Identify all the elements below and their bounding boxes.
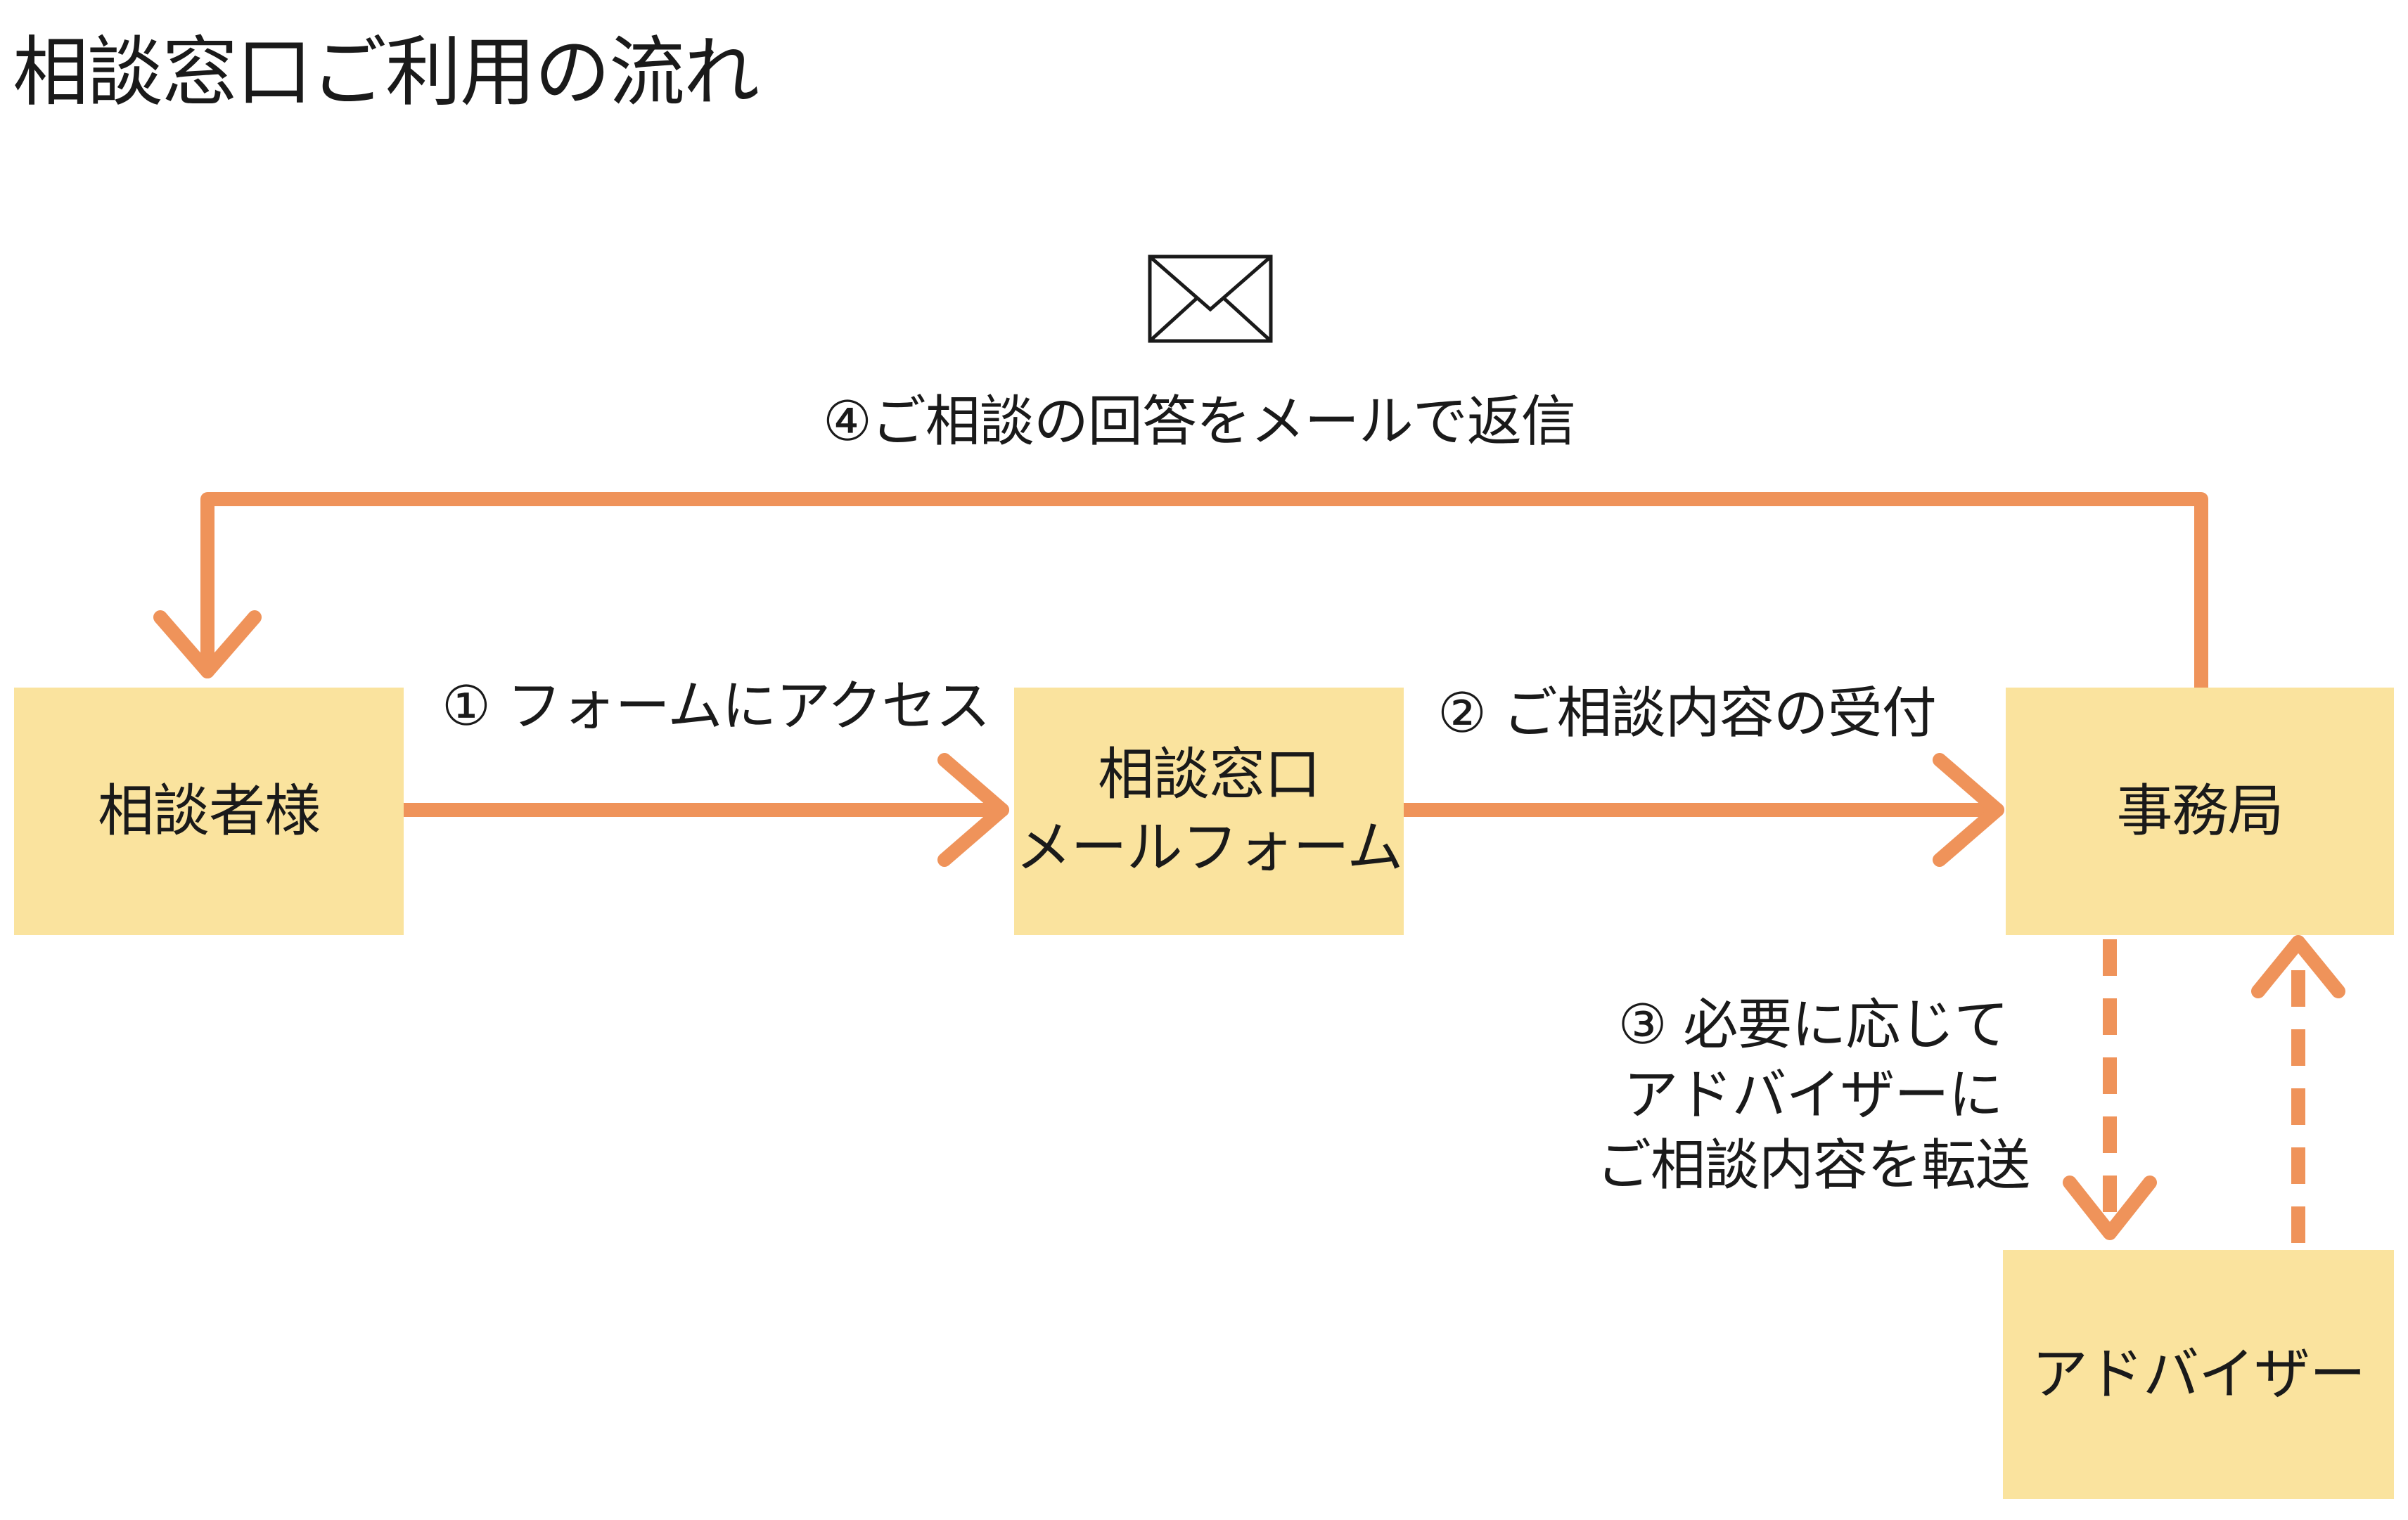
node-advisor: アドバイザー bbox=[2003, 1250, 2394, 1499]
envelope-icon bbox=[1148, 255, 1273, 343]
step3-return-arrowhead bbox=[2251, 935, 2345, 998]
step1-arrowhead bbox=[937, 753, 1009, 867]
step2-label: ② ご相談内容の受付 bbox=[1437, 682, 1937, 745]
step4-return-arrow-line bbox=[200, 492, 2208, 695]
step3-label-line1: ③ 必要に応じて bbox=[1618, 993, 2009, 1057]
step3-label: ③ 必要に応じて アドバイザーに ご相談内容を転送 bbox=[1596, 990, 2030, 1201]
node-advisor-label: アドバイザー bbox=[2032, 1341, 2366, 1407]
node-form: 相談窓口 メールフォーム bbox=[1014, 688, 1404, 935]
step2-arrowhead bbox=[1933, 753, 2004, 867]
step4-label: ④ご相談の回答をメールで返信 bbox=[823, 390, 1576, 453]
step3-label-line3: ご相談内容を転送 bbox=[1596, 1134, 2030, 1197]
page-title: 相談窓口ご利用の流れ bbox=[13, 29, 760, 117]
step3-label-line2: アドバイザーに bbox=[1623, 1064, 2003, 1127]
step1-label: ① フォームにアクセス bbox=[442, 675, 990, 738]
node-consultant-label: 相談者様 bbox=[98, 778, 321, 844]
node-form-label-line2: メールフォーム bbox=[1015, 815, 1404, 880]
step4-return-arrowhead bbox=[153, 610, 262, 678]
node-office: 事務局 bbox=[2006, 688, 2394, 935]
node-office-label: 事務局 bbox=[2116, 778, 2284, 844]
node-form-label-line1: 相談窓口 bbox=[1097, 742, 1321, 807]
step3-forward-arrowhead bbox=[2063, 1176, 2157, 1240]
node-consultant: 相談者様 bbox=[14, 688, 404, 935]
